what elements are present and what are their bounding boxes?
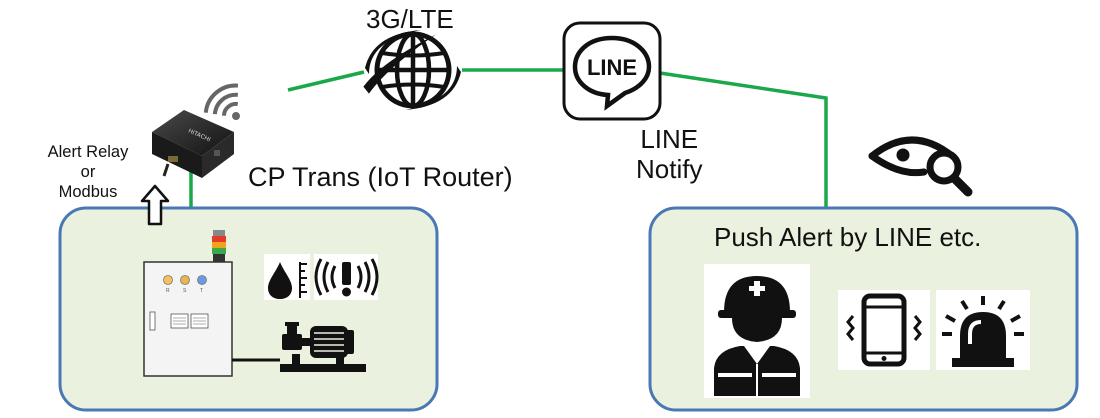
field-site-box bbox=[58, 206, 439, 412]
network-label: 3G/LTE bbox=[366, 4, 454, 34]
vibration-alert-icon bbox=[314, 254, 379, 300]
router-device: HITACHI bbox=[152, 110, 234, 178]
line-notify-label-line1: LINE bbox=[640, 124, 699, 154]
relay-label-line1: Alert Relay bbox=[47, 143, 129, 161]
wifi-signal-icon bbox=[203, 83, 240, 120]
relay-label-line2: or bbox=[80, 163, 96, 181]
router-label: CP Trans (IoT Router) bbox=[248, 162, 513, 192]
monitoring-eye-icon bbox=[868, 136, 973, 197]
lamp-label-s: S bbox=[183, 288, 187, 294]
line-logo-text: LINE bbox=[587, 55, 637, 80]
upload-arrow-icon bbox=[140, 184, 170, 226]
lamp-s bbox=[180, 275, 190, 285]
lamp-label-t: T bbox=[200, 288, 203, 294]
globe-icon bbox=[363, 30, 461, 110]
lamp-label-r: R bbox=[166, 288, 170, 294]
line-notify-label: LINE Notify bbox=[636, 124, 702, 184]
worker-icon bbox=[704, 264, 810, 398]
pump-motor-icon bbox=[280, 322, 366, 372]
lamp-r bbox=[163, 275, 173, 285]
relay-label-line3: Modbus bbox=[58, 183, 118, 201]
oil-level-icon bbox=[264, 254, 310, 300]
line-chat-icon: LINE bbox=[562, 21, 662, 121]
push-alert-label: Push Alert by LINE etc. bbox=[714, 222, 982, 252]
rotating-beacon-icon bbox=[936, 290, 1030, 370]
line-to-alert-line bbox=[659, 71, 828, 208]
lamp-t bbox=[197, 275, 207, 285]
vibrating-phone-icon bbox=[838, 290, 930, 370]
signal-tower-icon bbox=[212, 230, 226, 262]
line-notify-label-line2: Notify bbox=[636, 154, 703, 184]
router-to-network-line bbox=[287, 70, 365, 92]
control-panel: R S T bbox=[143, 261, 233, 377]
relay-label: Alert Relay or Modbus bbox=[34, 142, 142, 202]
